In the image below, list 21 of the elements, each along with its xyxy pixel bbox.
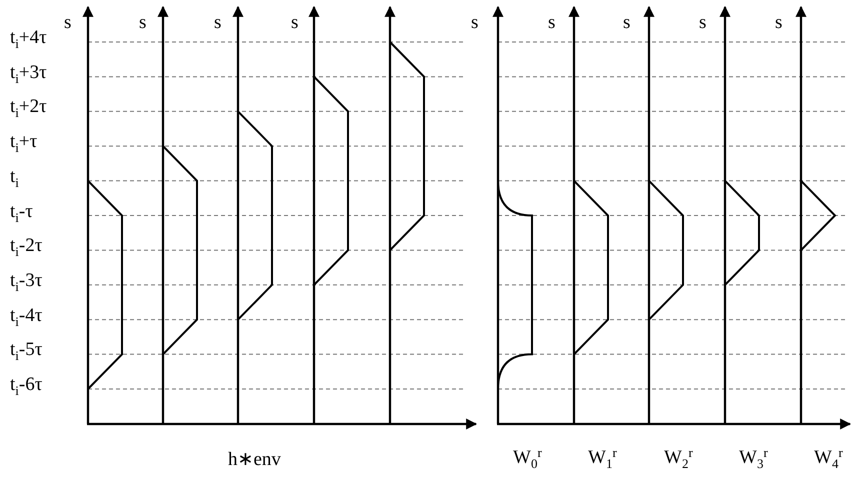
axis-label: s [623,13,630,33]
axis-label: s [548,13,556,33]
tick-label: t$_{i}$-2τ [10,236,42,256]
tick-label: t$_{i}$-6τ [10,375,42,395]
tick-label: t$_{i}$+4τ [10,28,47,48]
axis-label: s [471,13,478,33]
tick-label: t$_{i}$ [10,166,19,187]
tick-label: t$_{i}$+τ [10,132,38,152]
tick-label: t$_{i}$-3τ [10,270,42,291]
axis-label: s [214,13,222,33]
tick-label: t$_{i}$+2τ [10,97,47,118]
axis-label: s [139,13,146,33]
axis-label: s [291,13,298,33]
tick-label: t$_{i}$-5τ [10,340,42,360]
axis-label: s [699,13,706,33]
axis-label: s [775,13,782,33]
axis-label: s [64,13,72,33]
tick-label: t$_{i}$-τ [10,202,33,222]
tick-label: t$_{i}$+3τ [10,62,47,83]
caption: h∗env [228,450,281,470]
tick-label: t$_{i}$-4τ [10,306,42,326]
